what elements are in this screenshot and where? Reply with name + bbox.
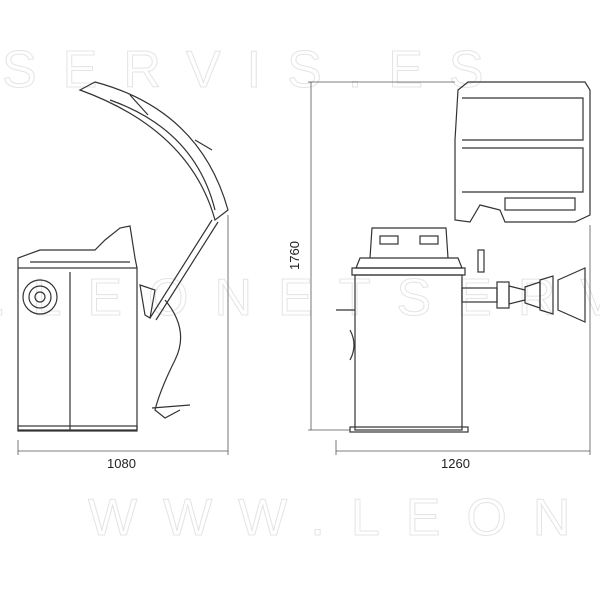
dimension-left-width: 1080 — [107, 456, 136, 471]
dimension-lines — [17, 81, 591, 455]
dimension-height: 1760 — [286, 241, 302, 270]
watermark-middle: .LEONETSERVIS — [0, 269, 600, 328]
watermark-bottom: WWW.LEONET — [88, 489, 600, 548]
right-machine-front-view — [336, 81, 591, 433]
watermark-top: SERVIS.ES — [2, 41, 510, 100]
left-machine-side-view — [17, 81, 229, 432]
dimension-right-width: 1260 — [441, 456, 470, 471]
